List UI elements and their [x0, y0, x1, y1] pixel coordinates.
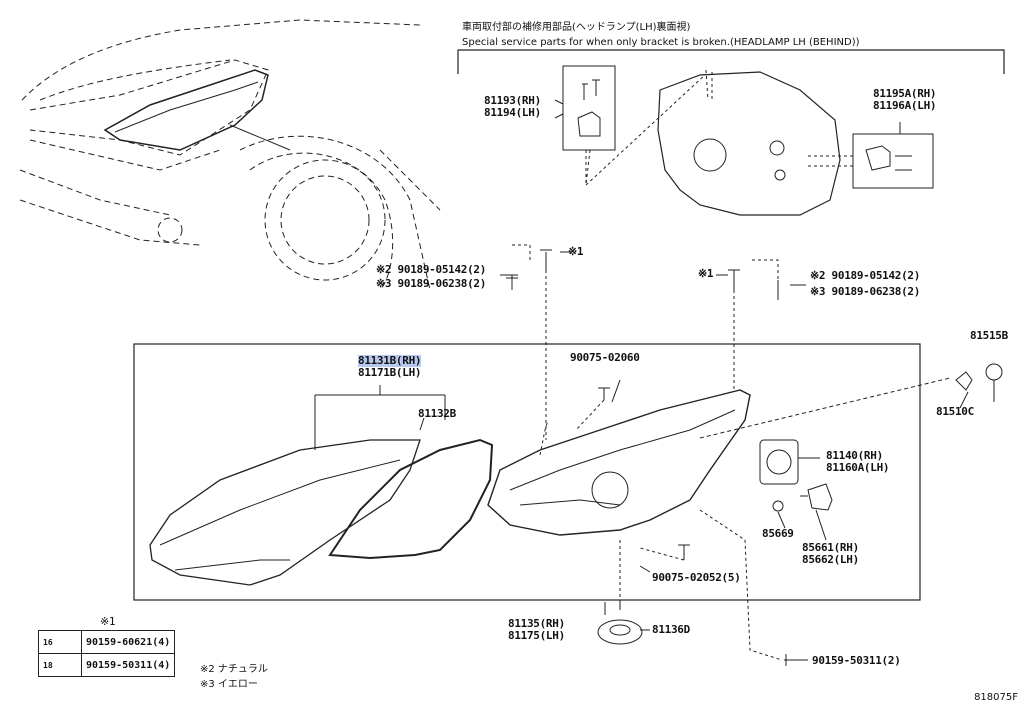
part-label-81140[interactable]: 81140(RH): [826, 449, 883, 462]
header-title-jp: 車両取付部の補修用部品(ヘッドランプ(LH)裏面視): [462, 22, 691, 33]
part-label-90159-50311[interactable]: 90159-50311(2): [812, 654, 901, 667]
part-label-81194[interactable]: 81194(LH): [484, 106, 541, 119]
part-label-81160a[interactable]: 81160A(LH): [826, 461, 890, 474]
part-label-81175[interactable]: 81175(LH): [508, 629, 565, 642]
part-label-90189-05142-left[interactable]: ※2 90189-05142(2): [376, 263, 487, 276]
note-marker-1-top: ※1: [568, 245, 584, 258]
legend-note-3: ※3 イエロー: [200, 679, 258, 690]
legend-table: 16 90159-60621(4) 18 90159-50311(4): [38, 630, 176, 677]
part-label-90075-02060[interactable]: 90075-02060: [570, 351, 640, 364]
part-label-81132b[interactable]: 81132B: [418, 407, 456, 420]
note-marker-1-right: ※1: [698, 267, 714, 280]
part-label-85669[interactable]: 85669: [762, 527, 794, 540]
legend-bolt-size-cell: 18: [38, 653, 82, 677]
legend-bolt-size-cell: 16: [38, 630, 82, 654]
part-label-81171b[interactable]: 81171B(LH): [358, 366, 422, 379]
legend-title: ※1: [100, 615, 116, 628]
legend-row: 18 90159-50311(4): [38, 653, 176, 677]
figure-reference-number: 818075F: [974, 692, 1018, 703]
legend-bolt-size: 18: [43, 660, 53, 670]
part-label-81195[interactable]: 81195A(RH): [873, 87, 937, 100]
legend-bolt-size: 16: [43, 637, 53, 647]
part-label-81193[interactable]: 81193(RH): [484, 94, 541, 107]
part-label-81196[interactable]: 81196A(LH): [873, 99, 937, 112]
legend-part-number[interactable]: 90159-50311(4): [80, 653, 176, 677]
legend-part-number[interactable]: 90159-60621(4): [80, 630, 176, 654]
part-label-81135[interactable]: 81135(RH): [508, 617, 565, 630]
legend-row: 16 90159-60621(4): [38, 630, 176, 654]
header-title-en: Special service parts for when only brac…: [462, 37, 860, 48]
part-label-85661[interactable]: 85661(RH): [802, 541, 859, 554]
part-label-90075-02052[interactable]: 90075-02052(5): [652, 571, 741, 584]
part-label-90189-05142-right[interactable]: ※2 90189-05142(2): [810, 269, 921, 282]
legend-note-2: ※2 ナチュラル: [200, 664, 268, 675]
part-label-81136d[interactable]: 81136D: [652, 623, 690, 636]
part-label-90189-06238-right[interactable]: ※3 90189-06238(2): [810, 285, 921, 298]
part-label-90189-06238-left[interactable]: ※3 90189-06238(2): [376, 277, 487, 290]
part-label-85662[interactable]: 85662(LH): [802, 553, 859, 566]
part-label-81131b-highlighted[interactable]: 81131B(RH): [358, 354, 422, 367]
part-label-81515b[interactable]: 81515B: [970, 329, 1008, 342]
part-label-81510c[interactable]: 81510C: [936, 405, 974, 418]
